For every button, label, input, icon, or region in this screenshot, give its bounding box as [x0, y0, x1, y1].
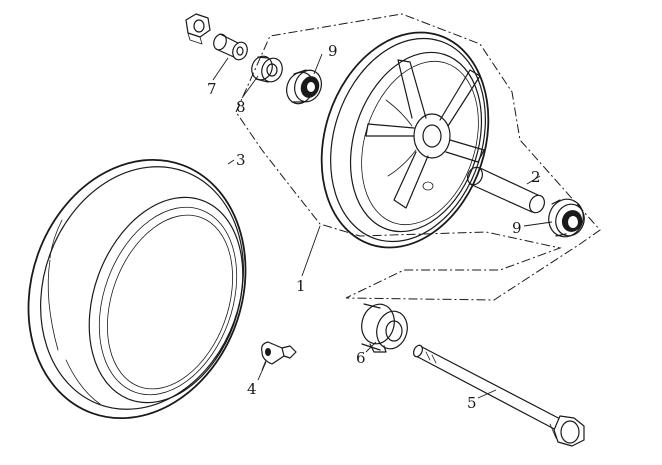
callout-4: 4 — [247, 380, 257, 398]
valve — [261, 341, 297, 371]
spacer-tube — [213, 33, 248, 61]
callout-5: 5 — [467, 394, 477, 412]
callout-1: 1 — [296, 277, 306, 295]
bearing-upper — [286, 69, 322, 105]
callout-9-lower: 9 — [512, 219, 522, 237]
axle-sleeve — [467, 166, 545, 214]
bearing-lower — [548, 198, 585, 238]
wheel-rim — [320, 31, 490, 249]
callout-3: 3 — [236, 151, 246, 169]
callout-7: 7 — [207, 80, 217, 98]
callout-9-upper: 9 — [328, 42, 338, 60]
leader-lines — [212, 53, 553, 399]
collar — [251, 55, 283, 83]
callout-6: 6 — [356, 349, 366, 367]
speedo-drive — [361, 303, 408, 353]
assembly-boundary — [235, 13, 601, 301]
axle-bolt — [412, 344, 585, 447]
callout-8: 8 — [236, 98, 246, 116]
callout-2: 2 — [531, 168, 541, 186]
nut — [185, 13, 211, 45]
tire — [27, 158, 247, 420]
